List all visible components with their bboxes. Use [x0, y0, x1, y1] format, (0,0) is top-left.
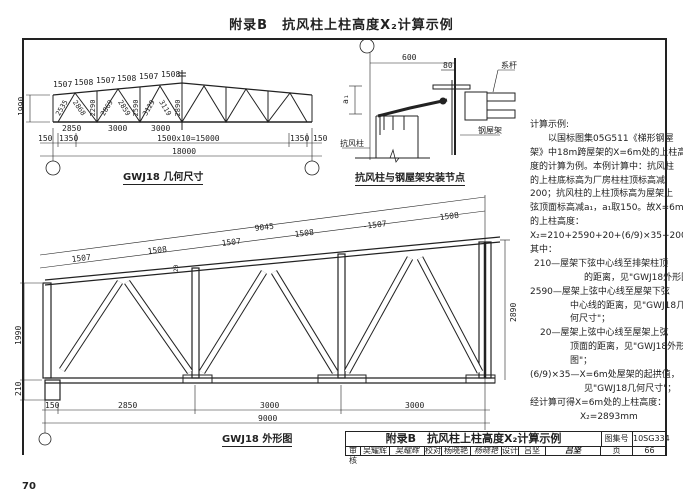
- design-label: 设计: [502, 446, 519, 456]
- axis-circle-icon: [38, 432, 52, 446]
- wind-column-label: 抗风柱: [340, 138, 364, 148]
- dim-label: 150: [38, 134, 53, 143]
- drawing-frame: [22, 38, 667, 455]
- page-number-cell: 66: [644, 446, 655, 455]
- calc-line: 的上柱高度：: [530, 217, 585, 228]
- calculation-text: 计算示例: 以国标图集05G511《梯形钢屋 架》中18m跨屋架的X=6m处的上…: [530, 119, 683, 425]
- axis-circle-icon: [359, 38, 375, 54]
- calc-line: 见"GWJ18几何尺寸"；: [584, 383, 677, 394]
- node-detail-caption: 抗风柱与钢屋架安装节点: [355, 169, 465, 186]
- calc-formula: X₂=210+2590+20+(6/9)×35+200-150: [530, 231, 683, 242]
- dim-label: 1508: [147, 245, 167, 256]
- dim-label: 3119: [157, 99, 172, 118]
- calc-line: 中心线的距离，见"GWJ18几: [570, 300, 683, 311]
- dim-label: 20: [173, 264, 180, 272]
- dim-label: 3000: [151, 124, 170, 133]
- atlas-label: 图集号: [601, 432, 633, 447]
- designer-signature: 吕坚: [546, 446, 601, 456]
- reviewer-signature: 吴耀辉: [390, 446, 425, 456]
- dim-label: 80: [443, 61, 453, 70]
- dim-label: -1507: [362, 219, 387, 231]
- dim-label: 1508: [294, 228, 314, 239]
- designer: 吕坚: [519, 446, 546, 456]
- calc-line: 何尺寸"；: [570, 314, 611, 325]
- calc-line: 顶面的距离，见"GWJ18外形: [570, 342, 683, 353]
- dim-label: 600: [402, 53, 417, 62]
- page-number: 70: [22, 481, 36, 492]
- dim-label: 2290: [89, 100, 97, 117]
- dim-label: 2869: [99, 99, 115, 118]
- calc-line: 以国标图集05G511《梯形钢屋: [548, 133, 674, 144]
- dim-label: 2535: [54, 99, 69, 118]
- calc-line: 2590—屋架上弦中心线至屋架下弦: [530, 286, 670, 297]
- calc-line: 度的计算为例。本例计算中：抗风柱: [530, 161, 675, 172]
- dim-label: 9000: [258, 414, 277, 423]
- dim-label: 3000: [108, 124, 127, 133]
- page-label: 页: [601, 446, 633, 456]
- dim-label: 1507: [139, 72, 158, 81]
- dim-label: 2859: [116, 99, 132, 118]
- node-detail: [342, 38, 516, 163]
- dim-label: 1350: [59, 134, 78, 143]
- checker: 杨晓艳: [442, 446, 471, 456]
- dim-label: 150: [313, 134, 328, 143]
- dim-label: 18000: [172, 147, 196, 156]
- outline-caption: GWJ18 外形图: [222, 430, 293, 447]
- dim-label: 210: [14, 381, 23, 396]
- dim-label: 1507: [96, 76, 115, 85]
- calc-line: 其中：: [530, 245, 558, 256]
- calc-result: X₂=2893mm: [580, 411, 638, 422]
- dim-label: 1990: [17, 97, 26, 116]
- dim-label: 2590: [132, 100, 140, 117]
- outline-truss: [20, 195, 510, 446]
- dim-label: 1508: [74, 78, 93, 87]
- checker-signature: 杨晓艳: [471, 446, 502, 456]
- geometry-truss: [26, 70, 322, 176]
- dim-label: 3000: [260, 401, 279, 410]
- dim-label: 1508: [117, 74, 136, 83]
- dim-label: 1507: [221, 237, 241, 248]
- calc-line: 20—屋架上弦中心线至屋架上弦: [540, 328, 669, 339]
- dim-label: 1508: [161, 70, 180, 79]
- calc-line: 经计算可得X=6m处的上柱高度：: [530, 397, 667, 408]
- calc-line: 弦顶面标高减a₁，a₁取150。故X=6m处: [530, 203, 683, 214]
- atlas-number: 10SG334: [633, 432, 670, 447]
- dim-label: 1507: [53, 80, 72, 89]
- axis-circle-icon: [45, 160, 61, 176]
- calc-line: 计算示例:: [530, 120, 570, 130]
- calc-line: 架》中18m跨屋架的X=6m处的上柱高: [530, 147, 683, 158]
- dim-label: 1507: [71, 253, 91, 264]
- review-label: 审核: [346, 446, 361, 465]
- title-block-title: 附录B 抗风柱上柱高度X₂计算示例: [346, 432, 602, 447]
- geometry-caption: GWJ18 几何尺寸: [123, 168, 204, 185]
- calc-line: 图"；: [570, 356, 593, 367]
- steel-truss-label: 钢屋架: [478, 125, 502, 135]
- dim-label: 3000: [405, 401, 424, 410]
- axis-circle-icon: [304, 160, 320, 176]
- dim-label: 2890: [509, 303, 518, 322]
- calc-line: 的上柱底标高为厂房柱柱顶标高减: [530, 175, 666, 186]
- dim-label: 2868: [71, 99, 87, 117]
- dim-label: 2890: [174, 100, 182, 117]
- dim-label: a₁: [341, 94, 350, 104]
- dim-label: 2850: [62, 124, 81, 133]
- dim-label: 1508: [439, 211, 459, 222]
- dim-label: 1500x10=15000: [157, 134, 220, 143]
- check-label: 校对: [425, 446, 442, 456]
- tie-rod-label: 系杆: [501, 60, 517, 70]
- dim-label: 3129: [141, 99, 156, 118]
- calc-line: 200；抗风柱的上柱顶标高为屋架上: [530, 189, 674, 200]
- calc-line: (6/9)×35—X=6m处屋架的起拱值，: [530, 370, 680, 381]
- dim-label: 1990: [14, 326, 23, 345]
- calc-line: 210—屋架下弦中心线至排架柱顶: [534, 258, 669, 269]
- dim-label: 150: [45, 401, 60, 410]
- dim-label: 9045: [254, 222, 274, 233]
- reviewer: 吴耀辉: [361, 446, 390, 456]
- dim-label: 2850: [118, 401, 137, 410]
- page-title: 附录B 抗风柱上柱高度X₂计算示例: [229, 18, 454, 33]
- title-block: 附录B 抗风柱上柱高度X₂计算示例 图集号 10SG334 审核 吴耀辉 吴耀辉…: [345, 431, 670, 465]
- dim-label: 1350: [290, 134, 309, 143]
